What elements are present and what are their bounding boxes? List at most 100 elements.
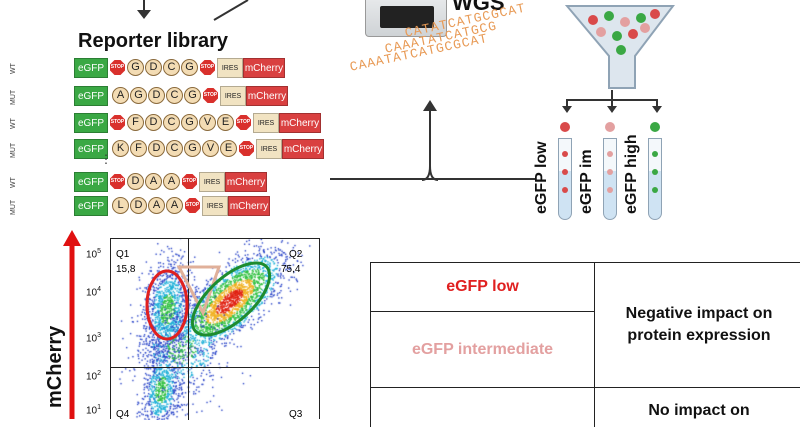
stop-codon-icon: STOP [182, 174, 197, 189]
mcherry-box: mCherry [279, 113, 321, 133]
split-mid-line [611, 99, 613, 109]
stop-codon-icon: STOP [203, 88, 218, 103]
residue-bead: E [220, 140, 237, 157]
residue-bead: V [199, 114, 216, 131]
stop-codon-icon: STOP [200, 60, 215, 75]
y-tick-label: 102 [86, 370, 101, 382]
tube-label-3: eGFP high [623, 134, 640, 214]
y-tick-exponent: 5 [97, 248, 102, 255]
split-vertical-line [611, 90, 613, 100]
tube-cell [562, 151, 568, 157]
residue-bead: D [130, 197, 147, 214]
residue-bead: V [202, 140, 219, 157]
y-tick-exponent: 3 [97, 332, 102, 339]
mcherry-box: mCherry [282, 139, 324, 159]
construct-type-label: WT [10, 177, 17, 189]
stop-codon-icon: STOP [185, 198, 200, 213]
y-tick-label: 104 [86, 286, 101, 298]
tube-cell [562, 187, 568, 193]
residue-bead: D [148, 140, 165, 157]
gate-low [145, 269, 189, 341]
table-row-category: eGFP intermediate [370, 311, 595, 388]
tube-cap [605, 122, 615, 132]
egfp-box: eGFP [74, 113, 108, 133]
bracket-horizontal-line [330, 178, 535, 180]
egfp-box: eGFP [74, 196, 108, 216]
residue-bead: G [181, 59, 198, 76]
split-left-arrowhead [562, 106, 572, 113]
y-tick-exponent: 1 [97, 404, 102, 411]
up-arrowhead [423, 100, 437, 111]
residue-bead: A [148, 197, 165, 214]
tube-cell [652, 169, 658, 175]
construct-type-label: WT [10, 118, 17, 130]
y-tick-exponent: 2 [97, 370, 102, 377]
y-tick-label: 105 [86, 248, 101, 260]
split-mid-arrowhead [607, 106, 617, 113]
residue-bead: D [145, 114, 162, 131]
egfp-box: eGFP [74, 139, 108, 159]
tube-cell [607, 187, 613, 193]
q3-label: Q3 [289, 409, 303, 420]
egfp-box: eGFP [74, 58, 108, 78]
stop-codon-icon: STOP [239, 141, 254, 156]
mcherry-box: mCherry [243, 58, 285, 78]
ires-box: IRES [202, 196, 228, 216]
quadrant-horizontal-divider [111, 367, 319, 368]
residue-bead: E [217, 114, 234, 131]
y-tick-base: 10 [86, 287, 98, 299]
gates [145, 261, 272, 341]
q2-label: Q2 [289, 249, 303, 260]
y-tick-base: 10 [86, 333, 98, 345]
y-tick-base: 10 [86, 249, 98, 261]
ires-box: IRES [256, 139, 282, 159]
residue-bead: G [130, 87, 147, 104]
stop-codon-icon: STOP [110, 174, 125, 189]
table-impact-cell: No impact on [594, 387, 800, 427]
tube-cell [562, 169, 568, 175]
split-left-line [566, 99, 568, 109]
tube-cell [652, 151, 658, 157]
residue-bead: L [112, 197, 129, 214]
residue-bead: G [127, 59, 144, 76]
q2-value: 75,4 [281, 264, 301, 275]
ires-box: IRES [217, 58, 243, 78]
split-right-arrowhead [652, 106, 662, 113]
y-tick-base: 10 [86, 371, 98, 383]
stop-codon-icon: STOP [110, 60, 125, 75]
tube-cell [607, 169, 613, 175]
tube-label-2: eGFP im [578, 149, 595, 214]
wgs-label: WGS [452, 0, 505, 15]
table-row-category: eGFP low [370, 262, 595, 312]
residue-bead: D [148, 87, 165, 104]
tube-label-1: eGFP low [533, 141, 550, 214]
y-axis-label: mCherry [44, 325, 66, 408]
residue-bead: C [163, 59, 180, 76]
construct-type-label: MUT [10, 142, 17, 158]
residue-bead: C [163, 114, 180, 131]
q1-label: Q1 [116, 249, 130, 260]
construct-type-label: MUT [10, 89, 17, 105]
construct-ellipsis: ⋮ [100, 152, 112, 166]
top-diagonal-line [213, 0, 249, 21]
residue-bead: D [127, 173, 144, 190]
residue-bead: F [130, 140, 147, 157]
top-down-arrowhead [137, 10, 151, 19]
top-down-arrow-line [143, 0, 145, 14]
cell-sorter-funnel-icon [565, 5, 675, 89]
y-tick-label: 103 [86, 332, 101, 344]
sorted-tube-1 [558, 138, 572, 220]
up-arrow-line [429, 110, 431, 168]
reporter-library-title: Reporter library [78, 30, 229, 52]
residue-bead: K [112, 140, 129, 157]
mcherry-axis-arrow [63, 230, 81, 419]
table-row-category [370, 387, 595, 427]
egfp-box: eGFP [74, 86, 108, 106]
quadrant-vertical-divider [188, 239, 189, 420]
mcherry-box: mCherry [225, 172, 267, 192]
gate-high [190, 261, 272, 337]
